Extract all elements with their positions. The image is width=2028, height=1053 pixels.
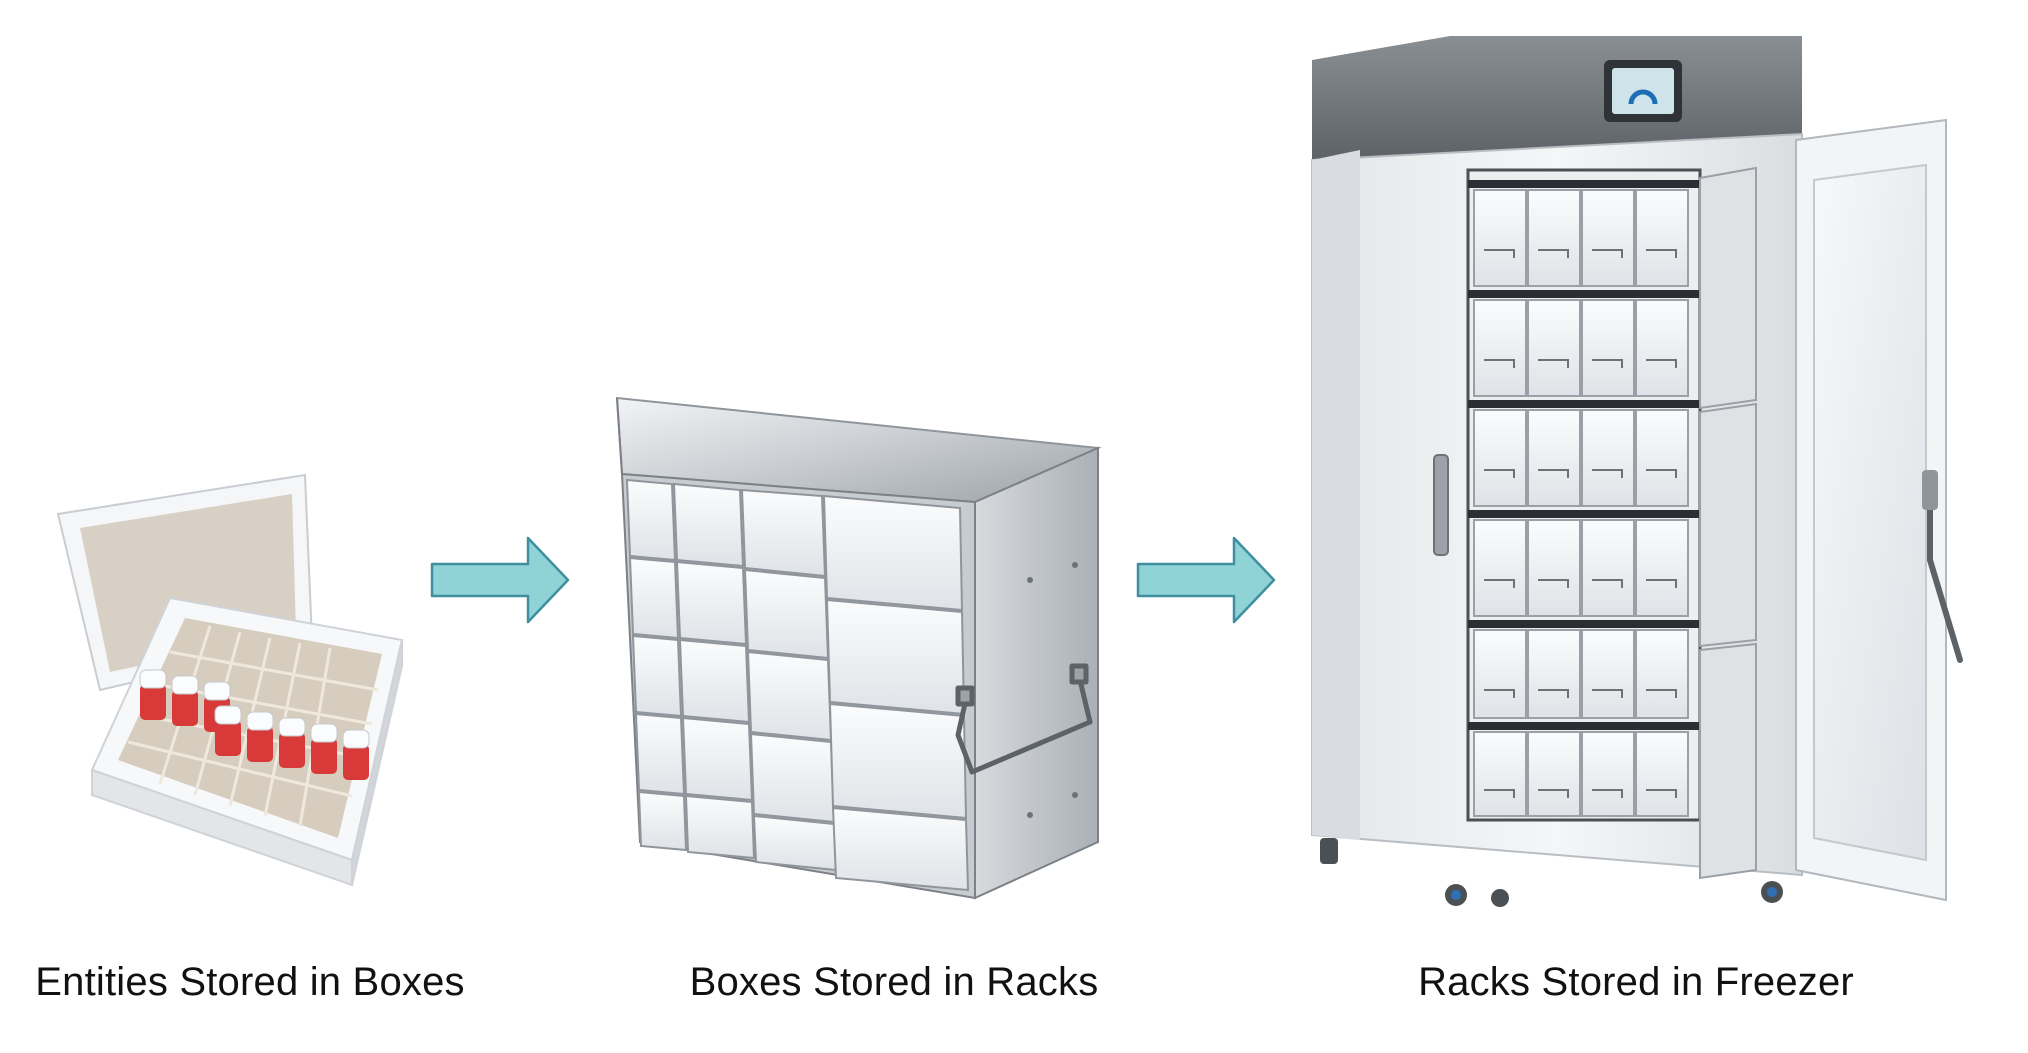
right-arrow-icon bbox=[1136, 536, 1276, 624]
freezer-rack-icon bbox=[615, 396, 1102, 900]
right-arrow-icon bbox=[430, 536, 570, 624]
stage-caption-boxes: Entities Stored in Boxes bbox=[35, 960, 465, 1004]
cryo-box-icon bbox=[56, 473, 404, 887]
upright-freezer-icon bbox=[1311, 36, 1963, 907]
stage-caption-freezer: Racks Stored in Freezer bbox=[1418, 960, 1854, 1004]
stage-caption-racks: Boxes Stored in Racks bbox=[689, 960, 1099, 1004]
